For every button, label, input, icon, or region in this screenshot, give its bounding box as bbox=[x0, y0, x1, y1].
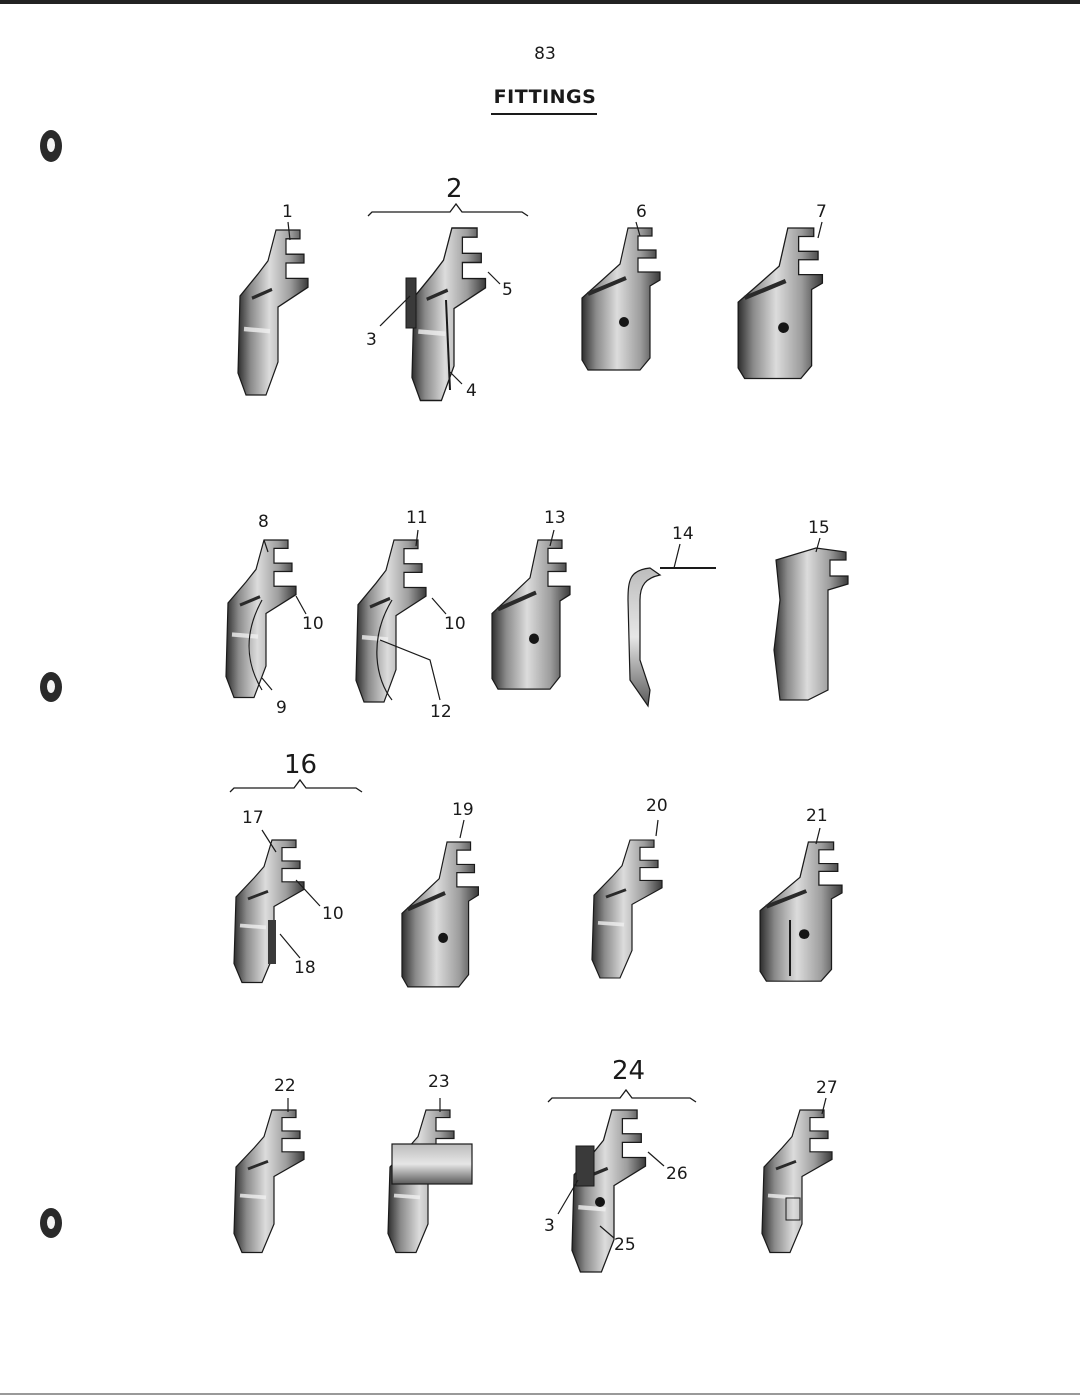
part-number-14: 14 bbox=[672, 524, 694, 544]
part-number-15: 15 bbox=[808, 518, 830, 538]
part-number-27: 27 bbox=[816, 1078, 838, 1098]
page-title: FITTINGS bbox=[493, 86, 597, 108]
part-number-23: 23 bbox=[428, 1072, 450, 1092]
part-group-number-16: 16 bbox=[284, 750, 318, 780]
part-number-10-third: 10 bbox=[322, 904, 344, 924]
part-number-22: 22 bbox=[274, 1076, 296, 1096]
bottom-edge-line bbox=[0, 1393, 1080, 1395]
part-number-3: 3 bbox=[366, 330, 377, 350]
part-number-13: 13 bbox=[544, 508, 566, 528]
part-number-7: 7 bbox=[816, 202, 827, 222]
part-group-number-2: 2 bbox=[446, 174, 463, 204]
part-number-19: 19 bbox=[452, 800, 474, 820]
part-number-11: 11 bbox=[406, 508, 428, 528]
part-number-4: 4 bbox=[466, 381, 477, 401]
title-underline bbox=[491, 113, 597, 115]
binder-hole-middle bbox=[40, 672, 62, 702]
part-number-9: 9 bbox=[276, 698, 287, 718]
part-number-12: 12 bbox=[430, 702, 452, 722]
binder-hole-bottom bbox=[40, 1208, 62, 1238]
part-number-10-second: 10 bbox=[444, 614, 466, 634]
part-number-25: 25 bbox=[614, 1235, 636, 1255]
part-number-21: 21 bbox=[806, 806, 828, 826]
part-number-8: 8 bbox=[258, 512, 269, 532]
part-number-18: 18 bbox=[294, 958, 316, 978]
part-number-26: 26 bbox=[666, 1164, 688, 1184]
part-number-10-first: 10 bbox=[302, 614, 324, 634]
part-number-5: 5 bbox=[502, 280, 513, 300]
part-number-3-second: 3 bbox=[544, 1216, 555, 1236]
part-number-6: 6 bbox=[636, 202, 647, 222]
part-number-1: 1 bbox=[282, 202, 293, 222]
part-number-17: 17 bbox=[242, 808, 264, 828]
binder-hole-top bbox=[40, 130, 62, 162]
top-edge-line bbox=[0, 0, 1080, 4]
part-number-20: 20 bbox=[646, 796, 668, 816]
part-group-number-24: 24 bbox=[612, 1056, 646, 1086]
page-number: 83 bbox=[534, 44, 556, 64]
